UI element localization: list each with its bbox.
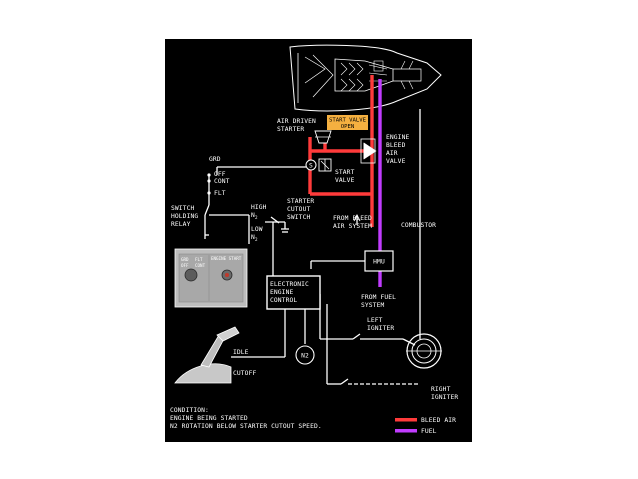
engine-nacelle-drawing <box>289 44 442 112</box>
eec-label-3: CONTROL <box>270 297 297 304</box>
electronic-engine-control-box <box>266 275 321 310</box>
start-valve-symbol <box>318 158 332 172</box>
start-valve-open-label-1: START VALVE <box>329 118 367 124</box>
switch-holding-relay-label-2: HOLDING <box>171 213 198 220</box>
high-n2-sub: 2 <box>255 215 258 220</box>
combustor-label: COMBUSTOR <box>401 222 436 229</box>
switch-holding-relay-label-1: SWITCH <box>171 205 194 212</box>
eec-label-1: ELECTRONIC <box>270 281 309 288</box>
off-label: OFF <box>214 171 226 178</box>
right-igniter-label-1: RIGHT <box>431 386 451 393</box>
legend-label-bleed-air: BLEED AIR <box>421 417 456 424</box>
high-n2-label: HIGH <box>251 204 267 211</box>
air-driven-starter-label-1: AIR DRIVEN <box>277 118 316 125</box>
switch-terminal-off <box>207 173 211 177</box>
from-fuel-system-label-1: FROM FUEL <box>361 294 396 301</box>
left-igniter-label-1: LEFT <box>367 317 383 324</box>
from-bleed-air-label-2: AIR SYSTEM <box>333 223 372 230</box>
starter-cutout-switch-label-3: SWITCH <box>287 214 310 221</box>
start-valve-label-2: VALVE <box>335 177 355 184</box>
switch-holding-relay-label-3: RELAY <box>171 221 191 228</box>
panel-pos-grd: GRD <box>181 257 189 262</box>
switch-terminal-flt <box>207 191 211 195</box>
bleed-air-lines <box>308 75 374 227</box>
engine-start-schematic: START VALVE OPEN S AIR DRIVEN STARTER EN… <box>165 39 472 442</box>
panel-pos-flt: FLT <box>195 257 203 262</box>
switch-terminal-cont <box>207 179 211 183</box>
start-lever-quadrant <box>174 326 240 384</box>
engine-bleed-air-valve-symbol <box>360 138 377 164</box>
condition-line-1: ENGINE BEING STARTED <box>170 415 248 422</box>
idle-label: IDLE <box>233 349 249 356</box>
flt-label: FLT <box>214 190 226 197</box>
condition-line-2: N2 ROTATION BELOW STARTER CUTOUT SPEED. <box>170 423 322 430</box>
starter-cutout-switch-label-2: CUTOUT <box>287 206 310 213</box>
legend: BLEED AIR FUEL <box>395 417 456 435</box>
n2-sensor-circle <box>295 345 315 365</box>
legend-label-fuel: FUEL <box>421 428 437 435</box>
engine-bleed-air-valve-label-1: ENGINE <box>386 134 409 141</box>
combustor-igniter-ring <box>406 333 442 369</box>
n2-sensor-label: N2 <box>301 353 309 360</box>
panel-pos-off: OFF <box>181 263 189 268</box>
engine-bleed-air-valve-label-3: AIR <box>386 150 398 157</box>
air-driven-starter-symbol <box>314 130 332 144</box>
eec-label-2: ENGINE <box>270 289 293 296</box>
grd-label: GRD <box>209 156 221 163</box>
low-n2-n: N <box>251 234 255 241</box>
from-fuel-system-label-2: SYSTEM <box>361 302 384 309</box>
starter-cutout-switch-label-1: STARTER <box>287 198 314 205</box>
start-valve-open-label-2: OPEN <box>341 124 354 130</box>
hmu-label: HMU <box>373 259 385 266</box>
solenoid-label: S <box>309 162 313 169</box>
cont-label: CONT <box>214 178 230 185</box>
solenoid-circle <box>305 159 317 171</box>
high-n2-n: N <box>251 212 255 219</box>
engine-start-switch-panel <box>174 248 248 308</box>
panel-engine-start-label: ENGINE START <box>211 256 242 261</box>
air-driven-starter-label-2: STARTER <box>277 126 304 133</box>
panel-pos-cont: CONT <box>195 263 206 268</box>
low-n2-sub: 2 <box>255 237 258 242</box>
hmu-box <box>364 250 394 272</box>
legend-swatch-bleed-air <box>395 418 417 422</box>
left-igniter-label-2: IGNITER <box>367 325 394 332</box>
low-n2-label: LOW <box>251 226 263 233</box>
legend-swatch-fuel <box>395 429 417 433</box>
engine-bleed-air-valve-label-4: VALVE <box>386 158 406 165</box>
engine-bleed-air-valve-label-2: BLEED <box>386 142 406 149</box>
condition-heading: CONDITION: <box>170 407 209 414</box>
right-igniter-label-2: IGNITER <box>431 394 458 401</box>
schematic-svg: START VALVE OPEN S AIR DRIVEN STARTER EN… <box>170 44 458 435</box>
from-bleed-air-label-1: FROM BLEED <box>333 215 372 222</box>
start-valve-label-1: START <box>335 169 355 176</box>
cutoff-label: CUTOFF <box>233 370 256 377</box>
start-valve-open-box <box>327 115 368 130</box>
